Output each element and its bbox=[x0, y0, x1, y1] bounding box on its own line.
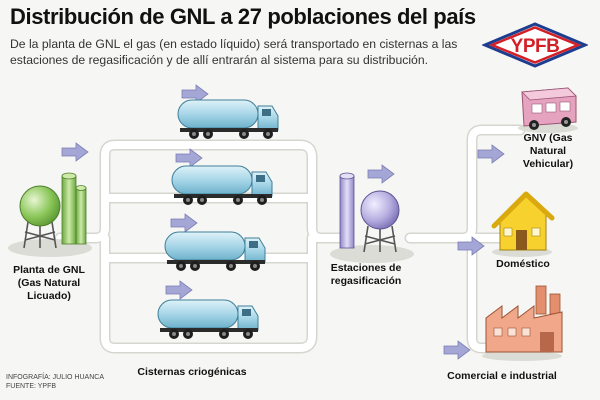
flow-arrow-tanker-3 bbox=[170, 213, 198, 233]
pipe-network bbox=[54, 124, 526, 354]
gas-plant-icon bbox=[8, 172, 92, 257]
tanker-truck-icon bbox=[164, 231, 266, 272]
flow-arrow-gnv bbox=[477, 144, 505, 164]
flow-arrow-tanker-2 bbox=[175, 148, 203, 168]
flow-arrow-commercial bbox=[443, 340, 471, 360]
flow-arrow-tanker-4 bbox=[165, 280, 193, 300]
bus-icon bbox=[518, 87, 578, 133]
svg-text:YPFB: YPFB bbox=[511, 36, 560, 57]
credit-source: FUENTE: YPFB bbox=[6, 383, 57, 390]
tankers-label: Cisternas criogénicas bbox=[137, 366, 247, 378]
house-icon bbox=[491, 191, 555, 257]
plant-label: Planta de GNL (Gas Natural Licuado) bbox=[13, 264, 85, 302]
flow-arrow-station bbox=[367, 164, 395, 184]
stations-label: Estaciones de regasificación bbox=[330, 262, 402, 287]
gnv-label: GNV (Gas Natural Vehicular) bbox=[522, 132, 574, 170]
domestic-label: Doméstico bbox=[496, 258, 550, 270]
tanker-truck-icon bbox=[177, 99, 279, 140]
tanker-truck-icon bbox=[157, 299, 259, 340]
ypfb-logo: YPFB bbox=[481, 22, 589, 68]
credits: INFOGRAFÍA: JULIO HUANCA FUENTE: YPFB bbox=[6, 373, 104, 391]
factory-icon bbox=[482, 285, 563, 361]
regasification-station-icon bbox=[330, 172, 414, 263]
commercial-label: Comercial e industrial bbox=[447, 370, 557, 382]
credit-infographic: INFOGRAFÍA: JULIO HUANCA bbox=[6, 374, 105, 381]
page-subtitle: De la planta de GNL el gas (en estado lí… bbox=[10, 37, 458, 67]
page-title: Distribución de GNL a 27 poblaciones del… bbox=[10, 4, 476, 29]
flow-arrow-plant bbox=[61, 142, 89, 162]
